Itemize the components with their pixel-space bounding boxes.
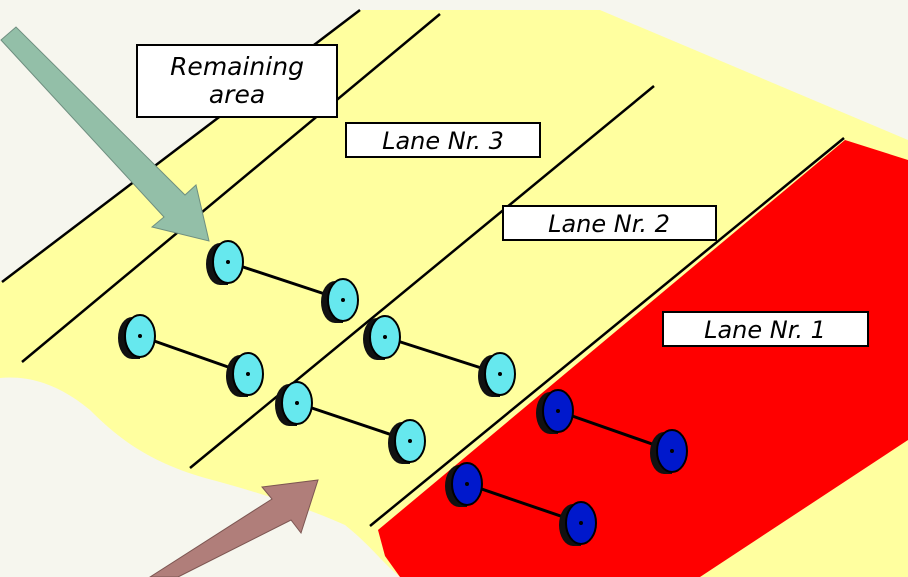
lane-1-area bbox=[378, 140, 908, 577]
divider-lane2-lane1 bbox=[369, 137, 845, 527]
wheel bbox=[478, 352, 516, 397]
label-lane-3: Lane Nr. 3 bbox=[345, 122, 541, 158]
axle-lane1-b bbox=[445, 462, 597, 546]
wheel bbox=[321, 278, 359, 323]
wheel bbox=[650, 429, 688, 474]
wheel bbox=[445, 462, 483, 507]
remaining-label-line1: Remaining bbox=[170, 52, 304, 81]
wheel bbox=[363, 315, 401, 360]
wheel bbox=[536, 389, 574, 434]
axle-lane2-a bbox=[363, 315, 516, 397]
wheel bbox=[118, 314, 156, 359]
label-lane-2: Lane Nr. 2 bbox=[502, 205, 717, 241]
lane-2-label: Lane Nr. 2 bbox=[548, 210, 670, 238]
axle-lane3-a bbox=[206, 240, 359, 323]
label-remaining-area: Remaining area bbox=[136, 44, 338, 118]
remaining-label-line2: area bbox=[209, 80, 265, 109]
axle-lane3-b bbox=[118, 314, 264, 397]
lane-1-label: Lane Nr. 1 bbox=[704, 316, 826, 344]
label-lane-1: Lane Nr. 1 bbox=[662, 311, 869, 347]
axle-lane2-b bbox=[275, 381, 426, 464]
lane-3-label: Lane Nr. 3 bbox=[382, 127, 504, 155]
axles bbox=[118, 240, 688, 546]
divider-remaining-lane3 bbox=[21, 13, 441, 363]
wheel bbox=[559, 501, 597, 546]
wheel bbox=[388, 419, 426, 464]
axle-lane1-a bbox=[536, 389, 688, 474]
wheel bbox=[206, 240, 244, 285]
wheel bbox=[275, 381, 313, 426]
arrow-bottom bbox=[149, 479, 319, 577]
wheel bbox=[226, 352, 264, 397]
arrow-top bbox=[0, 26, 210, 242]
divider-lane3-lane2 bbox=[189, 85, 655, 469]
